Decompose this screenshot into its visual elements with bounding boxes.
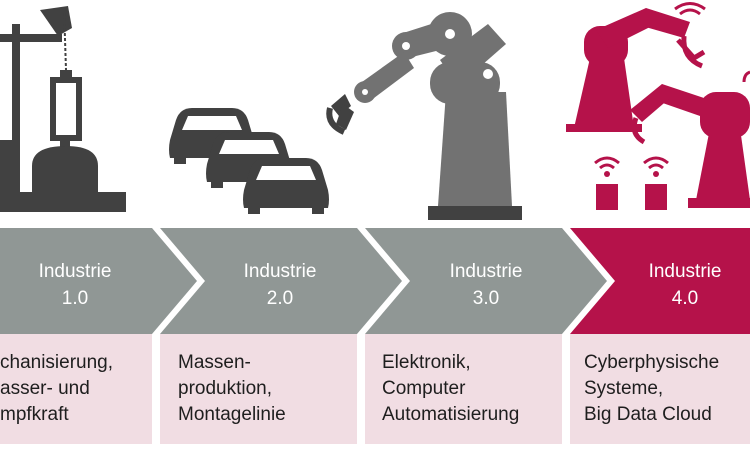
description-line: Automatisierung — [382, 404, 520, 425]
description-line: Massen- — [178, 352, 251, 373]
stage-title: Industrie — [449, 261, 523, 282]
stage-label-3: Industrie 3.0 — [386, 258, 586, 312]
description-line: Elektronik, — [382, 352, 471, 373]
description-line: Cyberphysische — [584, 352, 720, 373]
stage-description-4: Cyberphysische Systeme, Big Data Cloud — [570, 334, 750, 444]
arrow-stage-3 — [365, 228, 607, 334]
stage-number: 3.0 — [472, 288, 500, 309]
stage-arrows — [0, 228, 750, 334]
description-line: Systeme, — [584, 378, 664, 399]
description-line: mpfkraft — [0, 404, 69, 425]
illustrations — [0, 2, 750, 220]
arrow-stage-1 — [0, 228, 197, 334]
description-line: Montagelinie — [178, 404, 286, 425]
connected-robots-icon — [566, 2, 750, 210]
stage-number: 2.0 — [266, 288, 294, 309]
stage-label-2: Industrie 2.0 — [180, 258, 380, 312]
stage-description-1: chanisierung, asser- und mpfkraft — [0, 334, 152, 444]
arrow-stage-2 — [160, 228, 402, 334]
description-line: Computer — [382, 378, 466, 399]
stage-title: Industrie — [38, 261, 112, 282]
stage-label-1: Industrie 1.0 — [0, 258, 175, 312]
stage-title: Industrie — [648, 261, 722, 282]
description-line: Big Data Cloud — [584, 404, 712, 425]
stage-number: 1.0 — [61, 288, 89, 309]
description-line: chanisierung, — [0, 352, 114, 373]
stage-label-4: Industrie 4.0 — [585, 258, 750, 312]
stage-number: 4.0 — [671, 288, 699, 309]
description-line: asser- und — [0, 378, 90, 399]
stage-description-3: Elektronik, Computer Automatisierung — [365, 334, 562, 444]
assembly-cars-icon — [169, 108, 329, 214]
robot-arm-icon — [326, 12, 522, 220]
stage-title: Industrie — [243, 261, 317, 282]
stage-description-2: Massen- produktion, Montagelinie — [160, 334, 357, 444]
arrow-stage-4 — [570, 228, 750, 334]
steam-pump-icon — [0, 6, 126, 212]
description-line: produktion, — [178, 378, 273, 399]
